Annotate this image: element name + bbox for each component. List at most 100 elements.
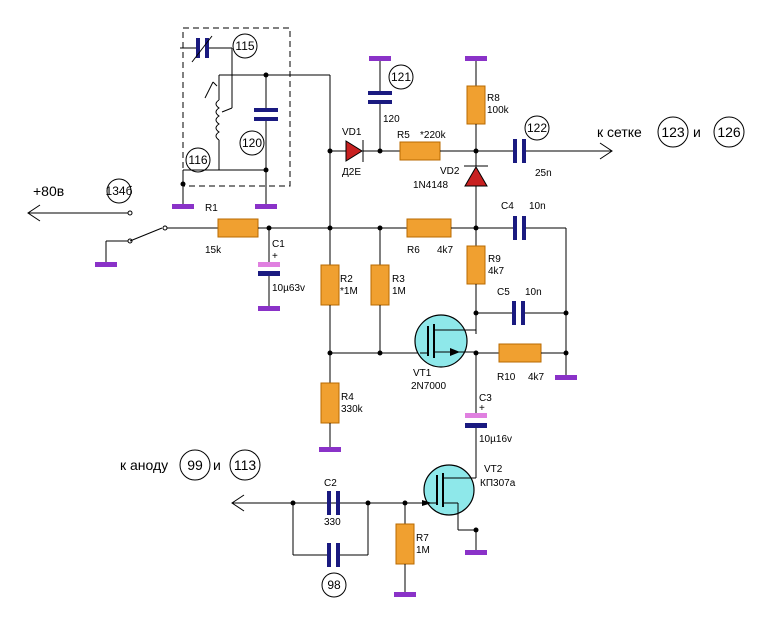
ground-terminal — [465, 56, 487, 61]
r3-value: 1M — [392, 286, 406, 297]
vt2-label: VT2 — [484, 464, 503, 475]
vd2-type: 1N4148 — [413, 180, 448, 191]
r7-label: R7 — [416, 533, 429, 544]
r5-value: *220k — [420, 130, 447, 141]
vd1-type: Д2Е — [342, 167, 361, 178]
inductor-coil — [215, 99, 220, 141]
c25n-value: 25n — [535, 168, 552, 179]
resistor-r9 — [466, 245, 486, 285]
vd1-label: VD1 — [342, 127, 362, 138]
c4-label: C4 — [501, 201, 514, 212]
ground-terminal — [255, 204, 277, 209]
r7-value: 1M — [416, 545, 430, 556]
resistor-r3 — [370, 264, 390, 306]
resistor-r10 — [498, 343, 542, 363]
ref-circle-98 — [321, 572, 347, 598]
ref-122: 122 — [527, 121, 547, 135]
c1-plate-positive — [258, 262, 280, 267]
vd2-label: VD2 — [440, 166, 460, 177]
ref-116: 116 — [188, 153, 207, 167]
ref-121: 121 — [391, 70, 411, 84]
vt1-label: VT1 — [413, 368, 432, 379]
ref-1346: 134б — [106, 184, 133, 198]
r10-label: R10 — [497, 372, 516, 383]
ref-98: 98 — [327, 578, 341, 592]
ground-terminal — [465, 550, 487, 555]
r9-value: 4k7 — [488, 266, 505, 277]
r1-value: 15k — [205, 245, 222, 256]
to-grid-label: к сетке — [597, 124, 642, 140]
supply-label: +80в — [33, 183, 64, 199]
c3-plate-positive — [465, 413, 487, 418]
vt2-type: КП307а — [480, 478, 516, 489]
ground-terminal — [369, 56, 391, 61]
c121-value: 120 — [383, 114, 400, 125]
c4-value: 10n — [529, 201, 546, 212]
diode-vd1 — [345, 140, 363, 162]
terminal — [127, 210, 133, 216]
resistor-r6 — [406, 218, 452, 238]
r2-value: *1M — [340, 286, 358, 297]
ground-terminal — [172, 204, 194, 209]
ref-99: 99 — [187, 457, 203, 473]
resistor-r8 — [466, 85, 486, 125]
and-label: и — [693, 124, 701, 140]
ground-terminal — [394, 592, 416, 597]
c2-label: C2 — [324, 478, 337, 489]
r2-label: R2 — [340, 274, 353, 285]
resistor-r2 — [320, 264, 340, 306]
r6-label: R6 — [407, 245, 420, 256]
ref-113: 113 — [234, 457, 257, 473]
r1-label: R1 — [205, 203, 218, 214]
resistor-r4 — [320, 382, 340, 424]
ref-115: 115 — [235, 39, 254, 53]
c2-value: 330 — [324, 517, 341, 528]
shield-box — [182, 27, 291, 187]
transistor-vt2 — [423, 464, 475, 516]
transistor-vt1 — [414, 314, 468, 368]
r3-label: R3 — [392, 274, 405, 285]
ref-123: 123 — [661, 124, 685, 140]
c1-plus: + — [272, 251, 278, 262]
c3-plus: + — [479, 403, 485, 414]
trimmer-cap-plate — [196, 38, 200, 58]
and-label-2: и — [213, 457, 221, 473]
ref-circle-122 — [524, 115, 550, 141]
c3-value: 10µ16v — [479, 434, 512, 445]
r8-label: R8 — [487, 93, 500, 104]
to-anode-label: к аноду — [120, 457, 168, 473]
ref-circle-1346 — [106, 178, 132, 204]
r8-value: 100k — [487, 105, 510, 116]
ref-circle-126 — [713, 116, 745, 148]
ref-circle-116 — [185, 147, 211, 173]
diode-vd2 — [464, 166, 488, 187]
ref-circle-99 — [179, 449, 211, 481]
ref-120: 120 — [242, 136, 262, 150]
r10-value: 4k7 — [528, 372, 545, 383]
r4-value: 330k — [341, 404, 364, 415]
ref-circle-113 — [229, 449, 261, 481]
r5-label: R5 — [397, 130, 410, 141]
ref-circle-115 — [232, 33, 258, 59]
c5-label: C5 — [497, 287, 510, 298]
ref-circle-121 — [388, 64, 414, 90]
c1-value: 10µ63v — [272, 283, 305, 294]
ref-126: 126 — [717, 124, 741, 140]
ref-circle-123 — [657, 116, 689, 148]
switch-lever — [129, 227, 163, 242]
r6-value: 4k7 — [437, 245, 454, 256]
ground-terminal — [319, 447, 341, 452]
ground-terminal — [555, 375, 577, 380]
c3-label: C3 — [479, 393, 492, 404]
r9-label: R9 — [488, 254, 501, 265]
ground-terminal — [95, 262, 117, 267]
c5-value: 10n — [525, 287, 542, 298]
r4-label: R4 — [341, 392, 354, 403]
resistor-r1 — [217, 218, 259, 238]
c1-label: C1 — [272, 239, 285, 250]
vt1-type: 2N7000 — [411, 381, 446, 392]
resistor-r5 — [399, 141, 441, 161]
ref-circle-120 — [239, 130, 265, 156]
resistor-r7 — [395, 523, 415, 565]
